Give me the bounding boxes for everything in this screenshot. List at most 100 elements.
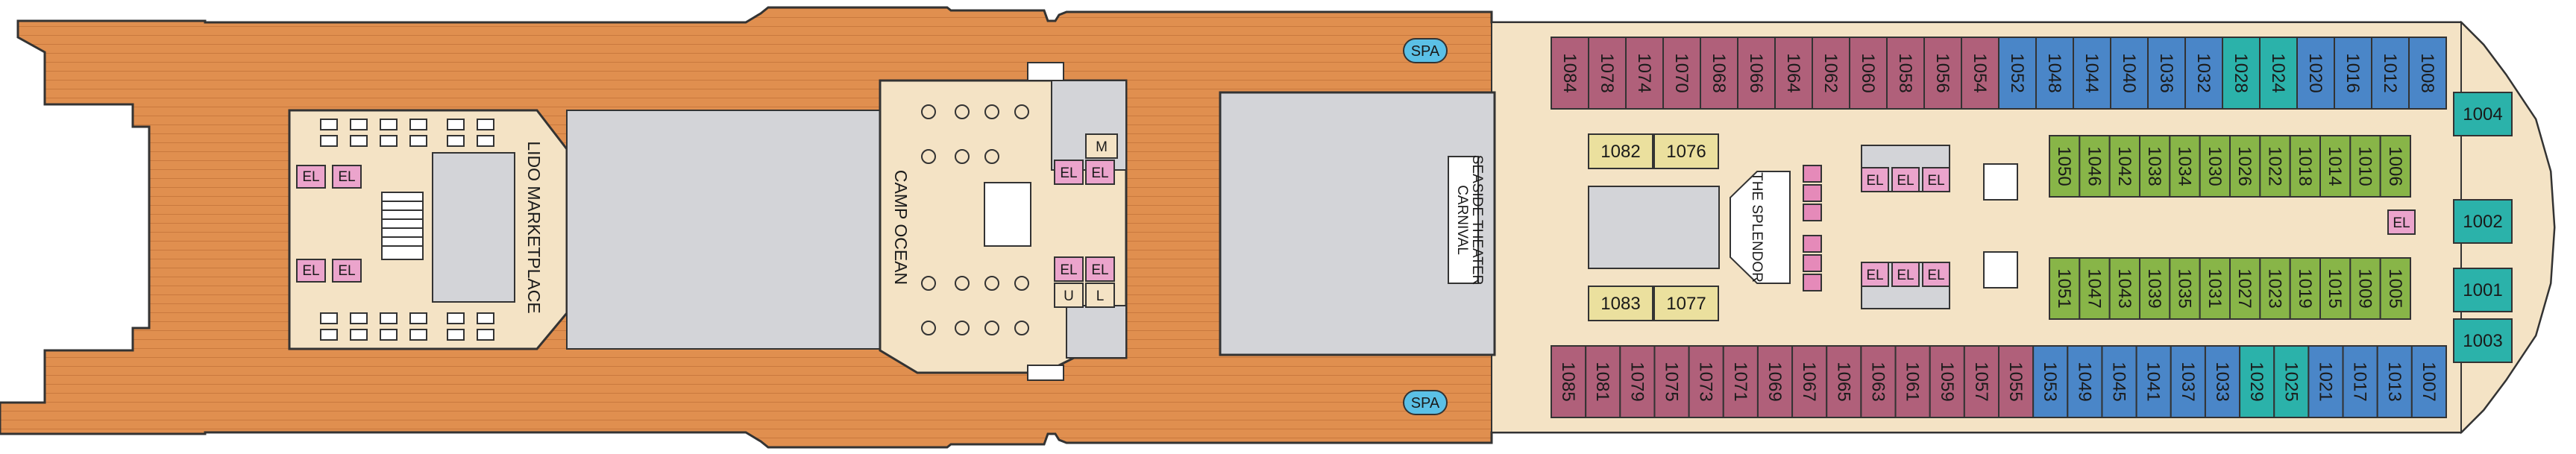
camp-ocean-stairs-bottom [1027, 365, 1064, 381]
camp-ocean-side-open-2 [1066, 305, 1127, 359]
cabin-box [2376, 345, 2413, 418]
cabin-number: 1076 [1666, 142, 1706, 162]
camp-el-label-1: EL [1060, 165, 1077, 181]
cabin-box [2296, 37, 2335, 110]
cabin-box [2453, 92, 2513, 136]
cabin-box [1923, 37, 1962, 110]
cabin-number: 1050 [2054, 146, 2074, 186]
cabin-number: 1005 [2385, 268, 2405, 308]
cabin-number: 1075 [1662, 362, 1682, 401]
cabin-number: 1057 [1971, 362, 1991, 401]
cabin-number: 1081 [1592, 362, 1612, 401]
spa-label-bottom: SPA [1411, 395, 1440, 412]
cabin-box [2229, 257, 2261, 320]
cabin-box [2289, 135, 2322, 198]
seaside-theater-sign [1448, 156, 1479, 284]
cabin-number: 1084 [1559, 53, 1580, 92]
forward-el-label-5: EL [1897, 268, 1914, 283]
forward-el-label-3: EL [1927, 173, 1944, 189]
mens-label: M [1096, 139, 1108, 155]
cabin-number: 1069 [1765, 362, 1785, 401]
cabin-number: 1010 [2355, 146, 2375, 186]
cabin-number: 1054 [1970, 53, 1990, 92]
lido-marketplace-label: LIDO MARKETPLACE [524, 141, 544, 313]
forward-el-label-2: EL [1897, 173, 1914, 189]
forward-elevator-3 [1922, 167, 1950, 192]
cabin-number: 1041 [2143, 362, 2164, 401]
cabin-number: 1003 [2463, 331, 2502, 351]
cabin-box [1886, 37, 1925, 110]
the-splendor-label: THE SPLENDOR [1749, 172, 1765, 283]
cabin-number: 1047 [2085, 268, 2105, 308]
cabin-box [2259, 135, 2291, 198]
cabin-box [2147, 37, 2186, 110]
camp-el-label-2: EL [1091, 165, 1108, 181]
cabin-number: 1013 [2384, 362, 2404, 401]
cabin-box [2273, 345, 2310, 418]
cabin-number: 1002 [2463, 212, 2502, 232]
cabin-box [1625, 37, 1664, 110]
cabin-number: 1053 [2040, 362, 2060, 401]
central-open-area [1588, 186, 1720, 269]
cabin-box [1551, 37, 1589, 110]
cabin-number: 1028 [2231, 53, 2251, 92]
cabin-number: 1051 [2054, 268, 2074, 308]
camp-elevator-1 [1054, 160, 1084, 185]
lido-elevator-bottom-1 [296, 259, 326, 283]
cabin-box [2170, 345, 2206, 418]
cabin-number: 1042 [2114, 146, 2134, 186]
cabin-number: 1033 [2212, 362, 2232, 401]
cabin-number: 1004 [2463, 104, 2502, 124]
cabin-number: 1055 [2005, 362, 2026, 401]
cabin-box [2379, 257, 2412, 320]
camp-ladies-room [1085, 283, 1115, 308]
cabin-number: 1083 [1600, 294, 1640, 314]
forward-elevator-2 [1891, 167, 1920, 192]
cabin-number: 1035 [2175, 268, 2195, 308]
cabin-box [1894, 345, 1931, 418]
cabin-number: 1079 [1627, 362, 1647, 401]
cabin-number: 1038 [2144, 146, 2164, 186]
forward-stairs [1983, 163, 2018, 289]
cabin-number: 1024 [2268, 53, 2288, 92]
spa-label-top: SPA [1411, 43, 1440, 60]
cabin-number: 1062 [1821, 53, 1841, 92]
cabin-number: 1063 [1867, 362, 1888, 401]
cabin-number: 1027 [2234, 268, 2255, 308]
cabin-box [1551, 345, 1587, 418]
cabin-box [2204, 345, 2241, 418]
cabin-box [1619, 345, 1656, 418]
cabin-number: 1044 [2082, 53, 2102, 92]
cabin-number: 1071 [1730, 362, 1750, 401]
cabin-box [2110, 37, 2149, 110]
cabin-box [2259, 257, 2291, 320]
cabin-box [1653, 286, 1719, 321]
cabin-box [2101, 345, 2137, 418]
cabin-number: 1068 [1709, 53, 1729, 92]
theater-label-line2: SEASIDE THEATER [1469, 155, 1485, 286]
cabin-number: 1066 [1746, 53, 1766, 92]
cabin-number: 1061 [1903, 362, 1923, 401]
cabin-number: 1022 [2265, 146, 2285, 186]
lido-elevator-bottom-2 [332, 259, 362, 283]
cabin-box [1849, 37, 1888, 110]
cabin-box [2169, 135, 2201, 198]
cabin-number: 1012 [2380, 53, 2400, 92]
camp-el-label-4: EL [1091, 262, 1108, 278]
lido-el-label-4: EL [338, 263, 355, 279]
cabin-number: 1006 [2385, 146, 2405, 186]
cabin-box [1998, 345, 2035, 418]
cabin-number: 1009 [2355, 268, 2375, 308]
forward-elevator-4 [1861, 262, 1889, 287]
cabin-number: 1021 [2315, 362, 2335, 401]
cabin-box [2453, 199, 2513, 244]
cabin-number: 1067 [1799, 362, 1819, 401]
unisex-label: U [1064, 289, 1074, 304]
cabin-box [1998, 37, 2037, 110]
cabin-number: 1015 [2325, 268, 2345, 308]
cabin-box [2169, 257, 2201, 320]
cabin-number: 1039 [2144, 268, 2164, 308]
